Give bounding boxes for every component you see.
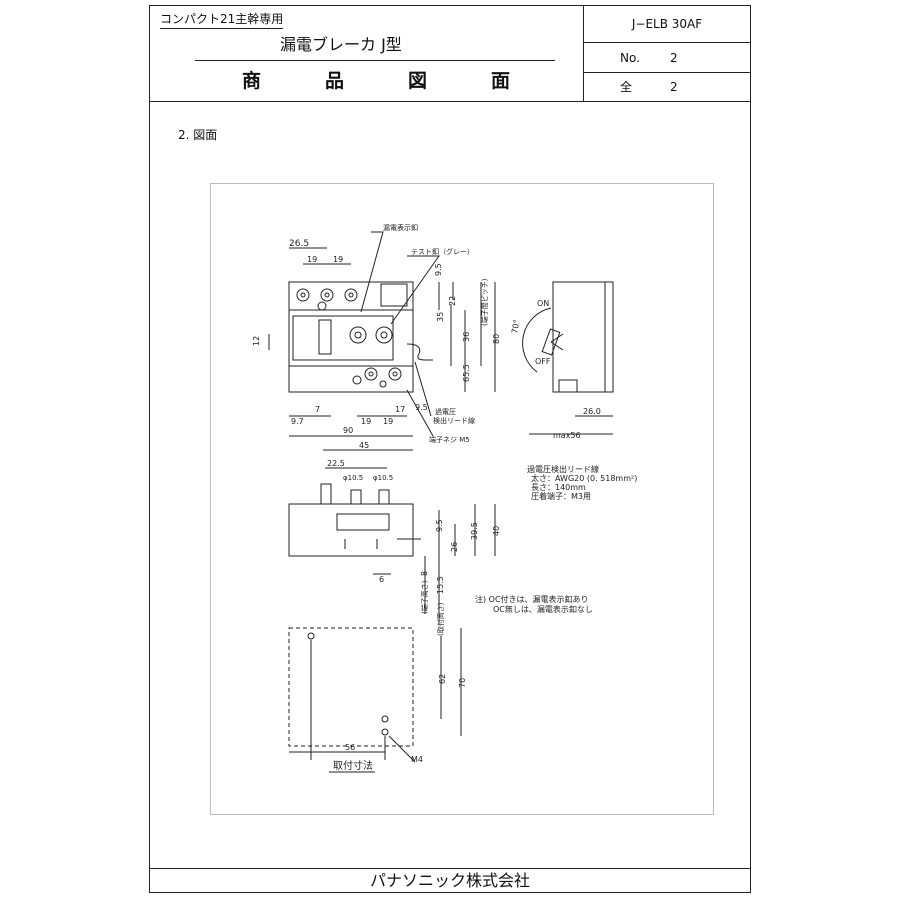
- page-total-cell: 全 2: [584, 73, 750, 101]
- dim-label: 19: [307, 255, 317, 264]
- leak-indicator-label: 漏電表示釦: [383, 223, 418, 232]
- drawing-svg: 26.5 19 19 9.5 22 35 36 80 65.5 (端子間ピッチ)…: [252, 223, 637, 773]
- dim-label: M4: [411, 755, 423, 764]
- page-no-value: 2: [670, 51, 678, 65]
- dim-label: 26.5: [289, 239, 309, 249]
- dim-label: 80: [492, 334, 501, 344]
- dim-label: φ10.5: [343, 474, 363, 482]
- dim-label: 35: [436, 312, 445, 322]
- title-char: 面: [490, 70, 510, 92]
- dim-label: 19: [361, 417, 371, 426]
- document-frame: コンパクト21主幹専用 漏電ブレーカ J型 商 品 図 面 J−ELB 30AF…: [149, 5, 751, 893]
- dim-label: 90: [343, 426, 353, 435]
- mount-height-label: (取付高さ): [436, 602, 445, 636]
- on-label: ON: [537, 299, 549, 308]
- dim-label: 39.5: [470, 522, 479, 540]
- lead-spec-line: 過電圧検出リード線: [527, 464, 599, 474]
- dim-label: 19: [333, 255, 343, 264]
- section-heading: 2. 図面: [178, 128, 218, 142]
- dim-label: 6: [379, 575, 384, 584]
- note-line: OC無しは、漏電表示釦なし: [493, 604, 593, 614]
- document-title: 商 品 図 面: [242, 66, 510, 93]
- pitch-note: (端子間ピッチ): [480, 278, 489, 326]
- terminal-screw-label: 端子ネジ M5: [429, 435, 470, 444]
- terminal-height-label: (端子高さ): [420, 580, 429, 614]
- test-button-label: テスト釦（グレー）: [411, 247, 474, 256]
- front-body: [288, 281, 414, 393]
- dim-label: 8: [420, 571, 429, 576]
- angle-label: 70°: [510, 319, 521, 335]
- lead-spec: 過電圧検出リード線 太さ：AWG20 (0. 518mm²) 長さ：140mm …: [527, 464, 637, 501]
- dim-label: 62: [438, 674, 447, 684]
- lead-spec-line: 長さ：140mm: [531, 483, 586, 492]
- lead-spec-line: 太さ：AWG20 (0. 518mm²): [531, 473, 637, 483]
- page-total-value: 2: [670, 80, 678, 94]
- page-total-label: 全: [620, 80, 633, 94]
- product-name: 漏電ブレーカ J型: [280, 35, 402, 54]
- dim-label: 22.5: [327, 459, 345, 468]
- dim-label: 70: [458, 678, 467, 688]
- depth-label: 26.0: [583, 407, 601, 416]
- mount-caption: 取付寸法: [333, 759, 373, 772]
- header-rule: [195, 60, 555, 61]
- note-line: 注) OC付きは、漏電表示釦あり: [475, 594, 589, 604]
- dim-label: 7: [315, 405, 320, 414]
- company-footer: パナソニック株式会社: [150, 868, 750, 893]
- title-char: 図: [407, 70, 427, 92]
- header-title-block: コンパクト21主幹専用 漏電ブレーカ J型 商 品 図 面: [150, 6, 584, 102]
- title-char: 品: [324, 70, 344, 92]
- dim-label: 45: [359, 441, 369, 450]
- mount-outline: [288, 627, 414, 747]
- technical-drawing: 26.5 19 19 9.5 22 35 36 80 65.5 (端子間ピッチ)…: [210, 183, 714, 815]
- dim-label: 9.5: [434, 263, 443, 276]
- series-label: コンパクト21主幹専用: [160, 10, 284, 29]
- page-no-label: No.: [620, 51, 640, 65]
- dim-label: 9.5: [415, 403, 428, 412]
- dim-label: 9.5: [435, 519, 444, 532]
- model-cell: J−ELB 30AF: [584, 6, 750, 43]
- dim-label: 56: [345, 743, 355, 752]
- dim-label: φ10.5: [373, 474, 393, 482]
- off-label: OFF: [535, 357, 551, 366]
- dim-label: 22: [448, 296, 457, 306]
- dim-label: 26: [450, 542, 459, 552]
- header-info-block: J−ELB 30AF No. 2 全 2: [584, 6, 750, 102]
- dim-label: 19: [383, 417, 393, 426]
- voltage-lead-label: 過電圧検出リード線: [433, 407, 475, 425]
- dim-label: 17: [395, 405, 405, 414]
- page-no-cell: No. 2: [584, 43, 750, 73]
- max-label: max56: [553, 431, 581, 440]
- dim-label: 40: [492, 526, 501, 536]
- lead-spec-line: 圧着端子：M3用: [531, 491, 591, 501]
- dim-label: 9.7: [291, 417, 304, 426]
- dim-label: 12: [252, 336, 261, 346]
- side-body: [552, 281, 614, 393]
- dim-label: 36: [462, 332, 471, 342]
- dim-label: 65.5: [462, 364, 471, 382]
- dim-label: 15.5: [436, 576, 445, 594]
- title-char: 商: [242, 70, 262, 92]
